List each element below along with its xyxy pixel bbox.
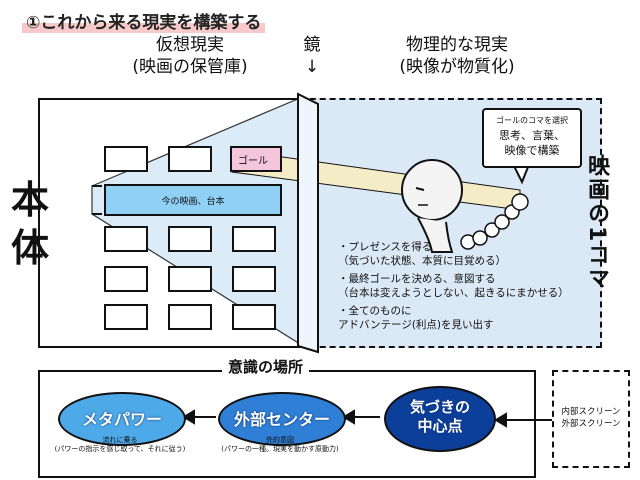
meta-power-caption-2: (パワーの指示を感じ取って、それに従う) (54, 445, 186, 453)
film-frame (168, 146, 212, 172)
practice-list: ・プレゼンスを得る （気づいた状態、本質に目覚める） ・最終ゴールを決める、意図… (338, 240, 569, 336)
film-frame (104, 304, 148, 330)
meta-power-caption-1: 流れに乗る (102, 436, 138, 444)
external-screen-label: 外部スクリーン (561, 419, 621, 429)
film-frame (168, 226, 212, 252)
external-center-label: 外部センター (233, 410, 330, 429)
external-center-caption-2: (パワーの一種。現実を動かす原動力) (221, 445, 339, 453)
meta-power-node: メタパワー (58, 392, 186, 446)
film-frame (168, 304, 212, 330)
hontai-char-1: 本 (10, 178, 49, 222)
meta-power-label: メタパワー (81, 410, 162, 429)
current-film-row: 今の映画、台本 (104, 184, 282, 216)
physical-reality-line2: (映像が物質化) (399, 57, 515, 77)
virtual-reality-header: 仮想現実 (映画の保管庫) (110, 34, 270, 78)
page-title: ①これから来る現実を構築する (22, 8, 266, 33)
down-arrow-icon: ↓ (304, 57, 320, 77)
awareness-center-label: 気づきの 中心点 (386, 398, 494, 436)
physical-reality-line1: 物理的な現実 (406, 35, 508, 55)
mirror-label: 鏡 (303, 35, 321, 55)
bead-arm (460, 193, 529, 250)
hontai-label: 本 体 (10, 176, 50, 272)
bullet-2-line-2: （台本は変えようとしない、起きるにまかせる） (338, 287, 569, 299)
external-center-caption: 外的意図 (パワーの一種。現実を動かす原動力) (200, 436, 360, 454)
awareness-line-2: 中心点 (417, 417, 463, 435)
goal-speech-bubble: ゴールのコマを選択 思考、言葉、 映像で構築 (482, 108, 582, 168)
film-frame (232, 304, 276, 330)
virtual-reality-line1: 仮想現実 (156, 35, 224, 55)
person-head (401, 159, 463, 221)
awareness-line-1: 気づきの (409, 398, 470, 416)
consciousness-field-title: 意識の場所 (222, 356, 310, 377)
film-frame-vertical-label: 映画の1コマ (584, 154, 609, 292)
film-frame (104, 226, 148, 252)
person-body (417, 217, 454, 253)
bubble-line-2: 映像で構築 (504, 144, 560, 157)
film-frame (168, 266, 212, 292)
awareness-center-node: 気づきの 中心点 (384, 386, 496, 452)
external-center-caption-1: 外的意図 (266, 436, 294, 444)
person-figure (401, 159, 529, 253)
bullet-1-line-2: （気づいた状態、本質に目覚める） (338, 255, 506, 267)
hontai-char-2: 体 (10, 226, 49, 270)
bullet-1-line-1: ・プレゼンスを得る (338, 241, 433, 253)
meta-power-caption: 流れに乗る (パワーの指示を感じ取って、それに従う) (40, 436, 200, 454)
film-frame (104, 146, 148, 172)
bubble-line-1: 思考、言葉、 (499, 129, 565, 142)
mirror-shape (297, 92, 319, 354)
internal-screen-label: 内部スクリーン (561, 407, 621, 417)
goal-label: ゴール (238, 156, 268, 167)
field-arrows (182, 409, 552, 428)
screen-box: 内部スクリーン 外部スクリーン (552, 370, 630, 468)
mirror-header: 鏡 ↓ (292, 34, 332, 78)
film-frame (232, 226, 276, 252)
bullet-3-line-1: ・全てのものに (338, 305, 412, 317)
external-center-node: 外部センター (218, 392, 346, 446)
bullet-2-line-1: ・最終ゴールを決める、意図する (338, 273, 496, 285)
bullet-3-line-2: アドバンテージ(利点)を見い出す (338, 319, 494, 331)
film-frame (232, 266, 276, 292)
bubble-small-text: ゴールのコマを選択 (496, 116, 568, 125)
virtual-reality-line2: (映画の保管庫) (132, 57, 248, 77)
goal-frame: ゴール (230, 146, 282, 172)
film-frame (104, 266, 148, 292)
physical-reality-header: 物理的な現実 (映像が物質化) (372, 34, 542, 78)
current-film-label: 今の映画、台本 (161, 197, 225, 207)
